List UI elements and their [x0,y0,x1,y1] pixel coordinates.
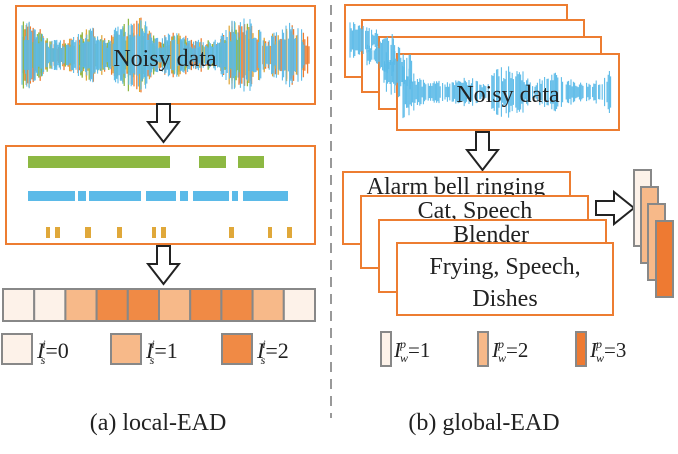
legend-swatch [221,333,253,365]
gold-event-bar [287,227,292,238]
green-event-bar [238,156,264,168]
level-bar [655,220,674,298]
segment-cell [95,288,129,322]
segment-cell [64,288,98,322]
gold-event-bar [268,227,272,238]
segment-cell [282,288,316,322]
global-waveform [349,22,379,58]
waveform-blue [21,18,305,92]
green-event-bar [28,156,170,168]
local-ead-panel: Noisy data [1,5,316,436]
global-waveforms [349,22,612,119]
label-card-stack: Alarm bell ringing Cat, Speech Blender F… [342,171,614,316]
global-waveform [402,65,612,119]
legend-swatch [380,331,392,367]
legend-swatch [575,331,587,367]
global-waveform [366,34,396,76]
gold-event-bar [117,227,122,238]
segment-cell [220,288,254,322]
blue-event-bar [89,191,141,201]
local-noisy-label: Noisy data [113,46,217,72]
gold-event-bar [161,227,166,238]
gold-event-bar [229,227,234,238]
segment-cell [126,288,161,322]
segment-cell [33,288,67,322]
blue-event-bar [146,191,176,201]
legend-swatch [477,331,489,367]
local-down-arrow-2 [145,245,182,286]
local-waveform [21,17,310,93]
vertical-level-bars [633,169,674,298]
segment-level-strip [2,288,316,322]
label-card-text: Dishes [472,286,537,312]
segment-cell [251,288,285,322]
global-noisy-label: Noisy data [456,82,560,108]
blue-event-bar [193,191,229,201]
blue-event-bar [243,191,288,201]
blue-event-bar [180,191,188,201]
green-event-bar [199,156,226,168]
segment-cell [158,288,192,322]
gold-event-bar [55,227,60,238]
label-card [396,242,614,316]
label-card-text: Frying, Speech, [429,254,580,280]
global-right-arrow [595,189,636,227]
legend-swatch [110,333,142,365]
gold-event-bar [46,227,50,238]
gold-event-bar [152,227,156,238]
local-event-bars [28,156,292,238]
blue-event-bar [232,191,238,201]
global-down-arrow [464,131,501,172]
global-caption: (b) global-EAD [408,410,559,436]
local-down-arrow-1 [145,103,182,144]
segment-cell [2,288,36,322]
blue-event-bar [78,191,86,201]
gold-event-bar [85,227,91,238]
segment-cell [189,288,223,322]
legend-swatch [1,333,33,365]
blue-event-bar [28,191,75,201]
global-ead-panel: Noisy data Alarm bell ringing Cat, Speec… [342,4,674,436]
local-caption: (a) local-EAD [90,410,227,436]
